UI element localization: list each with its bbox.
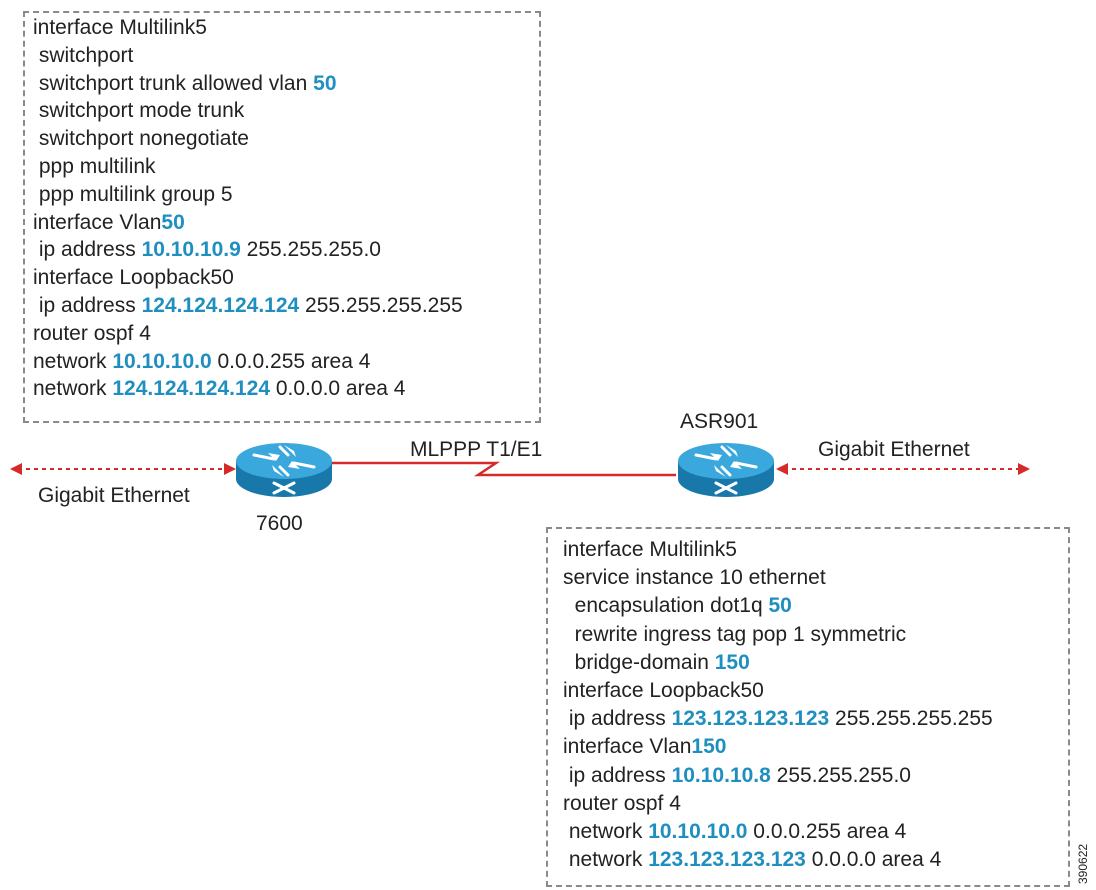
- right-config-line: ip address 123.123.123.123 255.255.255.2…: [563, 707, 993, 731]
- config-text: bridge-domain: [563, 650, 715, 674]
- config-text: ip address: [33, 294, 142, 317]
- config-text: rewrite ingress tag pop 1 symmetric: [563, 622, 907, 646]
- right-config-line: network 10.10.10.0 0.0.0.255 area 4: [563, 820, 906, 844]
- highlighted-value: 123.123.123.123: [648, 848, 806, 872]
- right-config-line: bridge-domain 150: [563, 651, 750, 675]
- config-text: interface Loopback50: [33, 266, 234, 290]
- highlighted-value: 10.10.10.8: [671, 763, 771, 787]
- right-config-line: ip address 10.10.10.8 255.255.255.0: [563, 764, 911, 788]
- config-text: interface Multilink5: [563, 538, 737, 561]
- config-text: ip address: [33, 238, 142, 262]
- highlighted-value: 150: [691, 735, 727, 759]
- left-config-line: switchport: [33, 43, 134, 68]
- right-link-label: Gigabit Ethernet: [818, 438, 970, 461]
- config-text: service instance 10 ethernet: [563, 566, 826, 590]
- config-text: network: [563, 820, 649, 843]
- left-gigabit-link: [10, 463, 236, 475]
- config-text: switchport: [33, 43, 134, 67]
- config-text: switchport trunk allowed vlan: [33, 71, 314, 95]
- config-text: ppp multilink group 5: [33, 182, 233, 206]
- config-text: encapsulation dot1q: [563, 594, 769, 618]
- config-text: switchport nonegotiate: [33, 127, 249, 151]
- left-config-line: ip address 124.124.124.124 255.255.255.2…: [33, 294, 463, 318]
- left-config-line: switchport trunk allowed vlan 50: [33, 72, 337, 96]
- router-asr901-icon: [678, 443, 774, 497]
- left-link-label: Gigabit Ethernet: [38, 484, 190, 507]
- highlighted-value: 10.10.10.9: [141, 238, 241, 262]
- config-text: 0.0.0.255 area 4: [747, 820, 907, 843]
- arrow-left-icon: [10, 463, 22, 475]
- left-config-line: interface Loopback50: [33, 266, 234, 290]
- config-text: router ospf 4: [563, 791, 681, 815]
- right-config-line: encapsulation dot1q 50: [563, 594, 792, 618]
- arrow-right-icon: [1018, 463, 1030, 475]
- right-config-line: interface Vlan150: [563, 735, 726, 759]
- highlighted-value: 150: [714, 650, 750, 674]
- highlighted-value: 50: [161, 210, 185, 234]
- left-config-line: interface Vlan50: [33, 211, 185, 235]
- figure-id: 390622: [1076, 843, 1090, 884]
- highlighted-value: 124.124.124.124: [112, 377, 271, 401]
- left-config-line: ip address 10.10.10.9 255.255.255.0: [33, 238, 381, 262]
- config-text: 255.255.255.255: [829, 707, 993, 731]
- config-text: ppp multilink: [33, 155, 156, 178]
- highlighted-value: 124.124.124.124: [141, 294, 300, 317]
- right-config-line: service instance 10 ethernet: [563, 566, 826, 590]
- config-text: 255.255.255.0: [240, 238, 381, 262]
- router-7600-icon: [236, 443, 332, 497]
- config-text: 255.255.255.0: [770, 763, 911, 787]
- right-config-line: router ospf 4: [563, 792, 681, 816]
- left-config-line: switchport nonegotiate: [33, 127, 249, 151]
- highlighted-value: 10.10.10.0: [112, 349, 212, 373]
- config-text: interface Loopback50: [563, 679, 764, 702]
- config-text: interface Multilink5: [33, 16, 207, 39]
- left-config-line: network 10.10.10.0 0.0.0.255 area 4: [33, 350, 370, 374]
- config-text: 0.0.0.0 area 4: [805, 848, 942, 872]
- arrow-left-icon: [776, 463, 788, 475]
- highlighted-value: 123.123.123.123: [671, 707, 830, 731]
- left-config-line: network 124.124.124.124 0.0.0.0 area 4: [33, 377, 405, 401]
- arrow-right-icon: [224, 463, 236, 475]
- left-config-line: switchport mode trunk: [33, 99, 244, 123]
- router-right-label: ASR901: [680, 410, 759, 433]
- config-text: switchport mode trunk: [33, 99, 245, 123]
- config-text: interface Vlan: [33, 210, 162, 234]
- right-config-line: rewrite ingress tag pop 1 symmetric: [563, 623, 906, 647]
- left-config-line: interface Multilink5: [33, 16, 207, 40]
- config-text: ip address: [563, 763, 672, 787]
- left-config-line: router ospf 4: [33, 322, 151, 346]
- highlighted-value: 50: [313, 71, 337, 95]
- config-text: network: [33, 377, 113, 401]
- right-config-box: [546, 527, 1070, 887]
- config-text: network: [563, 848, 649, 872]
- config-text: interface Vlan: [563, 735, 692, 759]
- config-text: 0.0.0.255 area 4: [211, 349, 371, 373]
- highlighted-value: 10.10.10.0: [648, 820, 748, 843]
- serial-link: [330, 461, 676, 477]
- right-config-line: network 123.123.123.123 0.0.0.0 area 4: [563, 848, 941, 872]
- config-text: 0.0.0.0 area 4: [270, 377, 406, 401]
- config-text: ip address: [563, 707, 672, 731]
- router-left-label: 7600: [256, 512, 303, 535]
- serial-link-label: MLPPP T1/E1: [410, 438, 543, 461]
- config-text: router ospf 4: [33, 321, 151, 345]
- left-config-line: ppp multilink group 5: [33, 183, 233, 207]
- right-config-line: interface Loopback50: [563, 679, 764, 703]
- left-config-line: ppp multilink: [33, 155, 156, 179]
- right-config-line: interface Multilink5: [563, 538, 737, 562]
- highlighted-value: 50: [768, 594, 792, 618]
- left-config-box: [23, 11, 541, 423]
- right-gigabit-link: [776, 463, 1030, 475]
- config-text: network: [33, 349, 113, 373]
- config-text: 255.255.255.255: [299, 294, 463, 317]
